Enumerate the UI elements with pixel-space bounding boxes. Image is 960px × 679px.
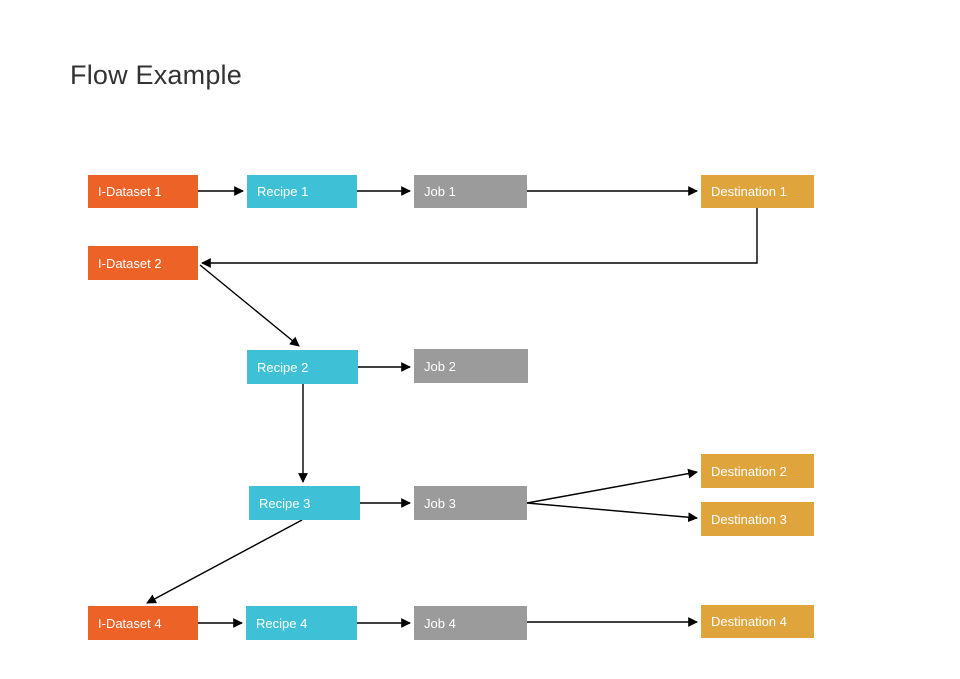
- edge-i-dataset-2-recipe-2: [199, 264, 300, 347]
- node-recipe-1[interactable]: Recipe 1: [247, 175, 357, 208]
- node-job-4[interactable]: Job 4: [414, 606, 527, 640]
- edge-job-3-destination-3: [526, 502, 698, 523]
- node-i-dataset-1[interactable]: I-Dataset 1: [88, 175, 198, 208]
- node-recipe-4[interactable]: Recipe 4: [246, 606, 357, 640]
- node-job-3[interactable]: Job 3: [414, 486, 527, 520]
- page-title: Flow Example: [70, 60, 242, 90]
- edge-job-3-destination-2: [526, 468, 698, 504]
- node-destination-1[interactable]: Destination 1: [701, 175, 814, 208]
- node-i-dataset-4[interactable]: I-Dataset 4: [88, 606, 198, 640]
- node-destination-4[interactable]: Destination 4: [701, 605, 814, 638]
- node-i-dataset-2[interactable]: I-Dataset 2: [88, 246, 198, 280]
- node-recipe-3[interactable]: Recipe 3: [249, 486, 360, 520]
- edge-recipe-3-i-dataset-4: [146, 519, 303, 604]
- node-job-1[interactable]: Job 1: [414, 175, 527, 208]
- node-destination-3[interactable]: Destination 3: [701, 502, 814, 536]
- edge-destination-1-i-dataset-2: [201, 208, 758, 268]
- node-destination-2[interactable]: Destination 2: [701, 454, 814, 488]
- node-job-2[interactable]: Job 2: [414, 349, 528, 383]
- node-recipe-2[interactable]: Recipe 2: [247, 350, 358, 384]
